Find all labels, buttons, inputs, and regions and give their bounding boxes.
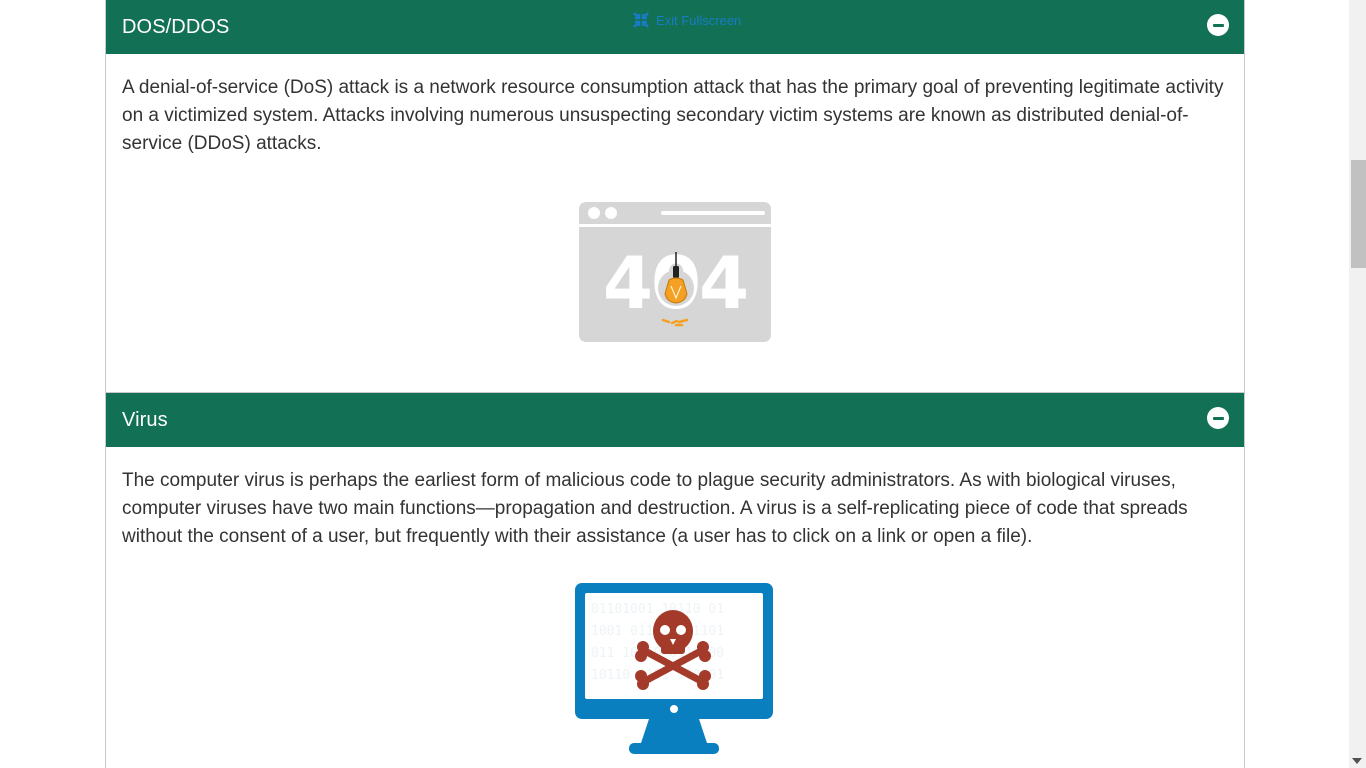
- infected-monitor-icon: 01101001 10110 01 1001 0110100 1101 011 …: [575, 583, 773, 754]
- 404-lightbulb-icon: 404: [579, 202, 771, 342]
- accordion-panel-dos: DOS/DDOS A denial-of-service (DoS) attac…: [106, 0, 1244, 393]
- panel-body-virus: The computer virus is perhaps the earlie…: [106, 447, 1244, 757]
- collapse-icon[interactable]: [1207, 14, 1229, 36]
- panel-body-dos: A denial-of-service (DoS) attack is a ne…: [106, 54, 1244, 393]
- illustration-wrapper: 404: [122, 202, 1228, 342]
- panel-description: A denial-of-service (DoS) attack is a ne…: [122, 77, 1224, 154]
- accordion-panel-virus: Virus The computer virus is perhaps the …: [106, 393, 1244, 757]
- panel-title: DOS/DDOS: [122, 15, 230, 38]
- exit-fullscreen-icon: [633, 12, 649, 28]
- accordion: DOS/DDOS A denial-of-service (DoS) attac…: [105, 0, 1245, 768]
- svg-text:01101001 10110 01: 01101001 10110 01: [591, 602, 724, 617]
- panel-title: Virus: [122, 408, 168, 431]
- scrollbar-thumb[interactable]: [1351, 160, 1366, 268]
- exit-fullscreen-button[interactable]: Exit Fullscreen: [632, 11, 741, 29]
- panel-description: The computer virus is perhaps the earlie…: [122, 470, 1188, 547]
- vertical-scrollbar[interactable]: [1349, 0, 1366, 768]
- collapse-icon[interactable]: [1207, 407, 1229, 429]
- panel-header-virus[interactable]: Virus: [106, 393, 1244, 447]
- exit-fullscreen-label: Exit Fullscreen: [656, 12, 742, 28]
- scroll-down-arrow-icon[interactable]: [1352, 758, 1362, 764]
- panel-header-dos[interactable]: DOS/DDOS: [106, 0, 1244, 54]
- illustration-wrapper: 01101001 10110 01 1001 0110100 1101 011 …: [122, 583, 1228, 757]
